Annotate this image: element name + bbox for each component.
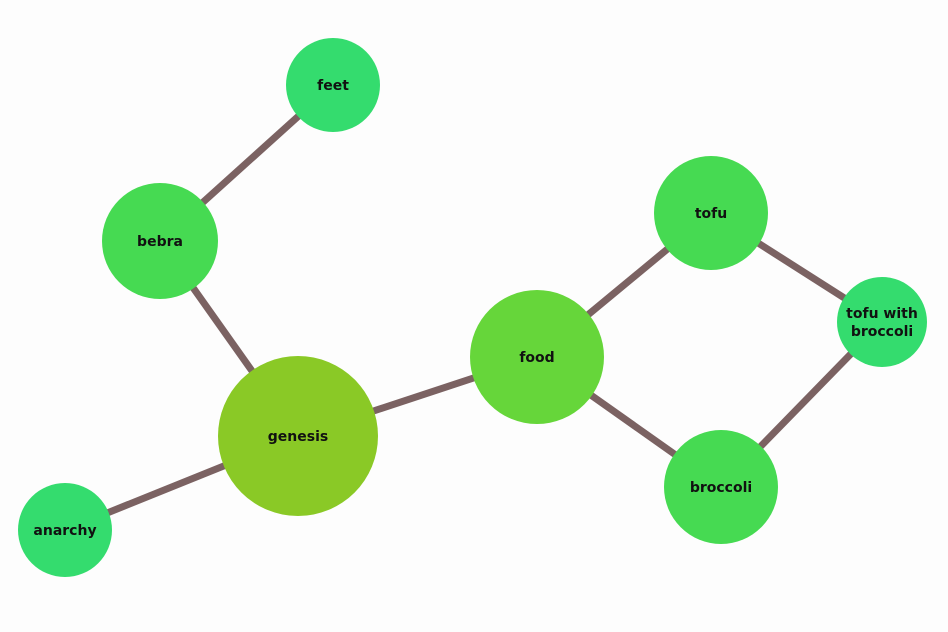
- node-circle[interactable]: [470, 290, 604, 424]
- node-label: bebra: [137, 234, 183, 250]
- node-circle[interactable]: [286, 38, 380, 132]
- node-label: anarchy: [33, 523, 96, 539]
- node-tofu[interactable]: tofu: [654, 156, 768, 270]
- node-label: food: [519, 350, 554, 366]
- node-anarchy[interactable]: anarchy: [18, 483, 112, 577]
- node-label: feet: [317, 78, 349, 94]
- node-circle[interactable]: [837, 277, 927, 367]
- node-label: tofu: [695, 206, 727, 222]
- node-bebra[interactable]: bebra: [102, 183, 218, 299]
- node-tofu-with-broccoli[interactable]: tofu with broccoli: [837, 277, 927, 367]
- node-circle[interactable]: [102, 183, 218, 299]
- node-circle[interactable]: [664, 430, 778, 544]
- node-circle[interactable]: [218, 356, 378, 516]
- node-label: tofu with: [846, 306, 918, 322]
- node-label: genesis: [268, 429, 328, 445]
- node-circle[interactable]: [18, 483, 112, 577]
- node-label: broccoli: [690, 480, 752, 496]
- node-food[interactable]: food: [470, 290, 604, 424]
- node-genesis[interactable]: genesis: [218, 356, 378, 516]
- node-feet[interactable]: feet: [286, 38, 380, 132]
- node-broccoli[interactable]: broccoli: [664, 430, 778, 544]
- node-label: broccoli: [851, 324, 913, 340]
- node-circle[interactable]: [654, 156, 768, 270]
